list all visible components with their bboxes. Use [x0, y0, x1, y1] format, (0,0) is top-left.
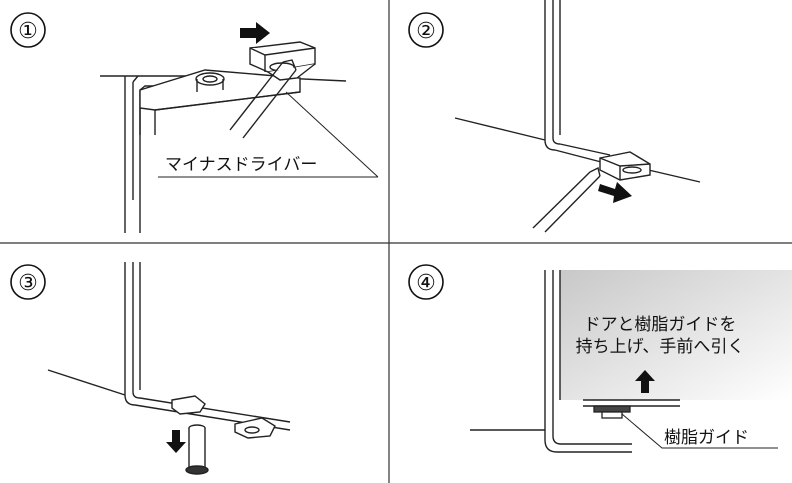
resin-guide [593, 405, 631, 419]
screwdriver-label: マイナスドライバー [165, 155, 317, 175]
panel-4: ④ ドアと樹脂ガイドを 持ち上げ、手前へ引く 樹脂ガイド [408, 264, 792, 453]
instruction-line-1: ドアと樹脂ガイドを [584, 315, 737, 335]
step-badge-2: ② [408, 12, 444, 48]
arrow-right-icon [240, 22, 270, 44]
panel-3: ③ [10, 262, 291, 475]
hinge-pin [185, 424, 209, 475]
instruction-line-2: 持ち上げ、手前へ引く [576, 337, 745, 357]
panel-2: ② [408, 0, 701, 233]
callout-line-4 [621, 413, 778, 449]
step-badge-4: ④ [408, 264, 444, 300]
door-frame-3 [47, 262, 291, 431]
screwdriver-1 [229, 59, 297, 139]
screwdriver-2 [532, 166, 601, 233]
door-frame-4 [470, 270, 680, 453]
step-number-2: ② [416, 19, 436, 44]
hinge-block-1 [139, 69, 301, 135]
step-number-1: ① [18, 19, 38, 44]
door-panel [560, 270, 792, 400]
door-frame-2 [454, 0, 701, 183]
step-badge-1: ① [10, 12, 46, 48]
step-badge-3: ③ [10, 264, 46, 300]
step-number-3: ③ [18, 271, 38, 296]
bracket-2 [599, 151, 651, 181]
arrow-down-right-icon [598, 182, 632, 203]
panel-1: ① [10, 12, 379, 233]
resin-guide-label: 樹脂ガイド [664, 428, 749, 448]
hinge-3 [171, 395, 276, 439]
step-number-4: ④ [416, 271, 436, 296]
callout-lines-1 [158, 91, 379, 178]
arrow-up-icon [635, 370, 655, 393]
arrow-down-icon [166, 430, 186, 453]
